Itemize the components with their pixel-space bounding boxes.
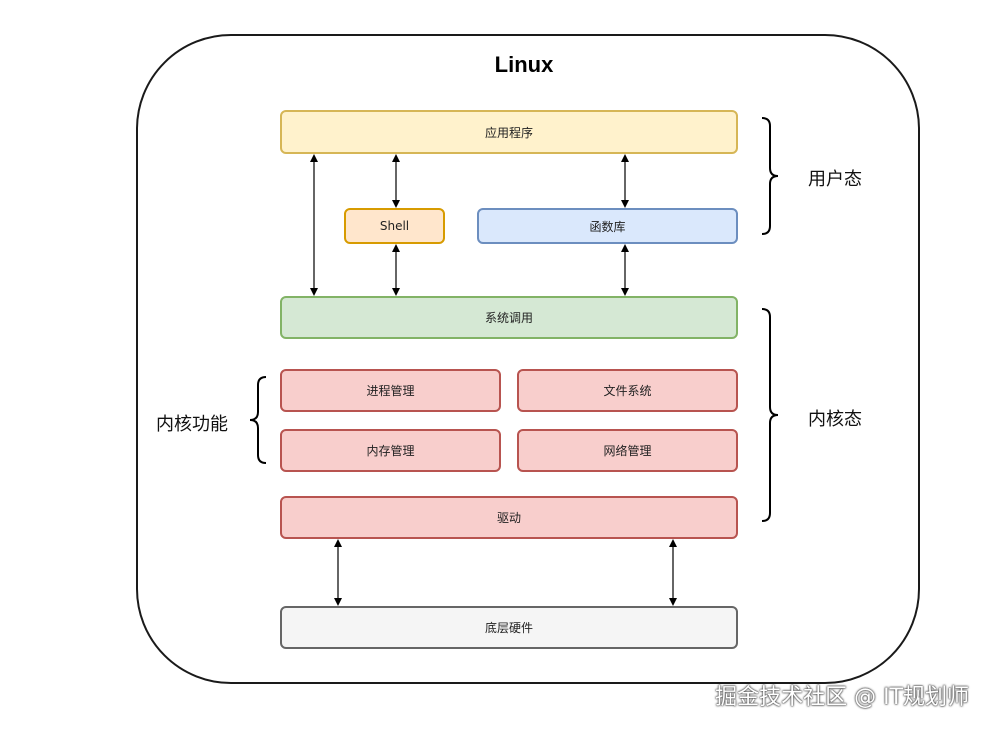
network-management-box: 网络管理	[517, 429, 738, 472]
shell-box: Shell	[344, 208, 445, 244]
kernel-functions-brace	[249, 376, 267, 464]
kernel-mode-label: 内核态	[808, 409, 862, 430]
watermark-text: 掘金技术社区 @ IT规划师	[715, 685, 969, 710]
driver-box: 驱动	[280, 496, 738, 539]
user-mode-label: 用户态	[808, 169, 862, 190]
linux-frame	[136, 34, 920, 684]
file-system-box: 文件系统	[517, 369, 738, 412]
kernel-functions-label: 内核功能	[156, 414, 228, 435]
application-box: 应用程序	[280, 110, 738, 154]
library-box: 函数库	[477, 208, 738, 244]
system-call-box: 系统调用	[280, 296, 738, 339]
hardware-box: 底层硬件	[280, 606, 738, 649]
memory-management-box: 内存管理	[280, 429, 501, 472]
user-mode-brace	[761, 117, 779, 235]
process-management-box: 进程管理	[280, 369, 501, 412]
diagram-title: Linux	[494, 52, 554, 77]
kernel-mode-brace	[761, 308, 779, 522]
